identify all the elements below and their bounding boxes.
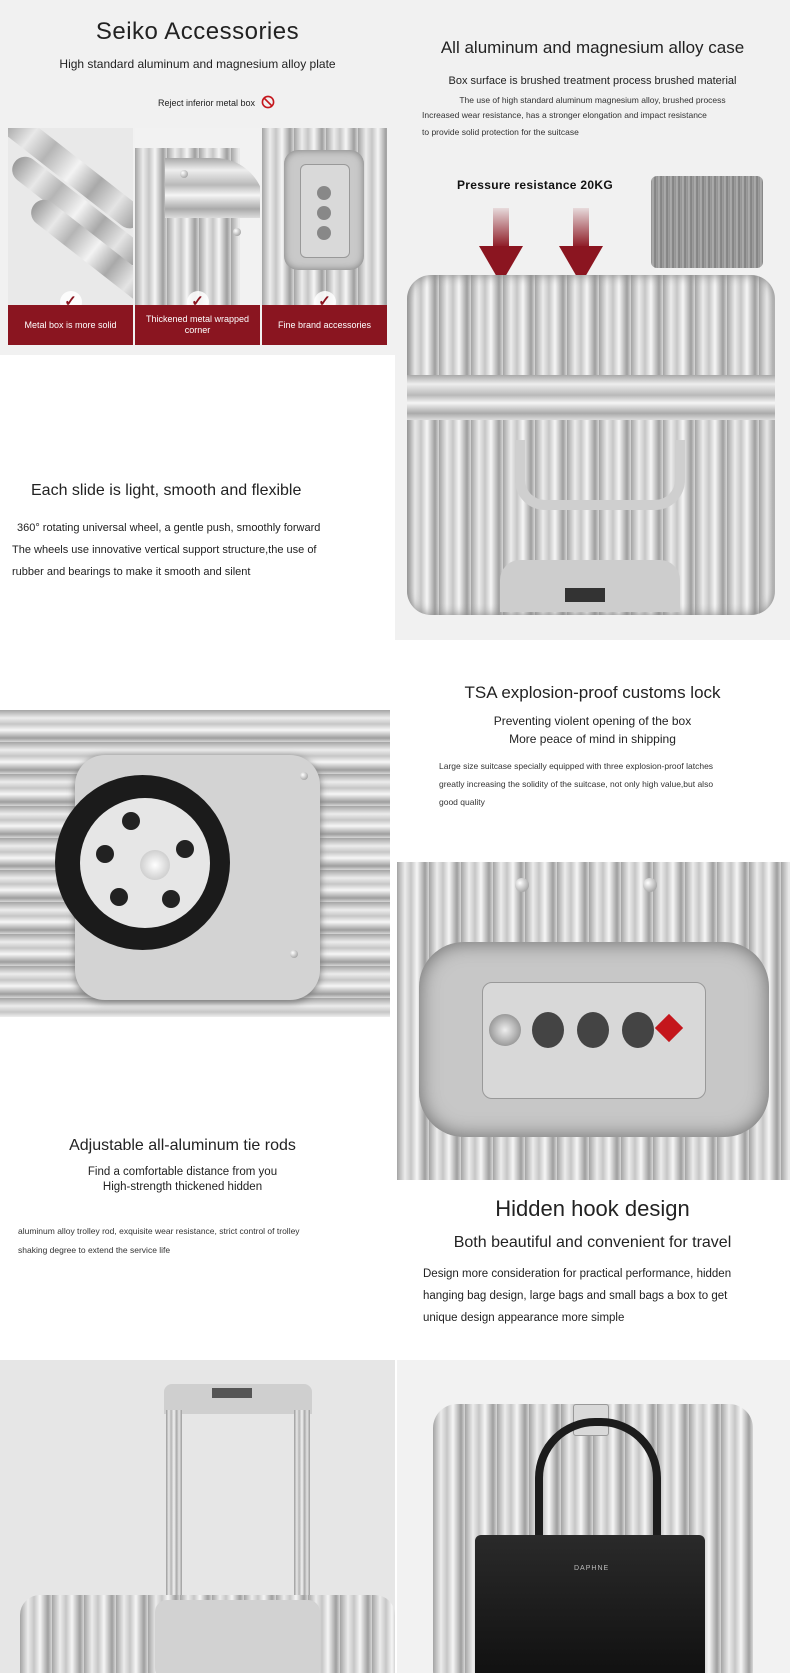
pressure-label: Pressure resistance 20KG bbox=[457, 178, 613, 192]
hook-line: Design more consideration for practical … bbox=[423, 1268, 732, 1280]
pressure-arrow-icon bbox=[493, 208, 509, 248]
suitcase-handle bbox=[515, 440, 685, 510]
lock-closeup-image bbox=[397, 862, 790, 1180]
rods-subtitle-2: High-strength thickened hidden bbox=[102, 1181, 263, 1193]
case-line: Increased wear resistance, has a stronge… bbox=[422, 110, 707, 120]
card-corner: ✓ Thickened metal wrapped corner bbox=[135, 128, 260, 345]
wheels-line: The wheels use innovative vertical suppo… bbox=[12, 544, 317, 556]
tsa-line: good quality bbox=[439, 797, 485, 807]
suitcase-base bbox=[500, 560, 680, 612]
suitcase-image bbox=[407, 275, 775, 615]
hook-title: Hidden hook design bbox=[495, 1196, 690, 1221]
tsa-subtitle-2: More peace of mind in shipping bbox=[509, 732, 676, 746]
tsa-title: TSA explosion-proof customs lock bbox=[464, 683, 721, 702]
rods-title: Adjustable all-aluminum tie rods bbox=[69, 1137, 296, 1154]
accessories-subtitle: High standard aluminum and magnesium all… bbox=[59, 57, 336, 71]
pressure-arrow-icon bbox=[573, 208, 589, 248]
rods-subtitle-1: Find a comfortable distance from you bbox=[87, 1166, 278, 1178]
rod-left bbox=[166, 1410, 182, 1650]
lock-keyhole-icon bbox=[489, 1014, 521, 1046]
rivet bbox=[233, 228, 241, 236]
lock-dial bbox=[532, 1012, 564, 1048]
rod-housing bbox=[155, 1600, 320, 1673]
wheel-hole bbox=[110, 888, 128, 906]
lock-dial bbox=[622, 1012, 654, 1048]
card-caption: Thickened metal wrapped corner bbox=[135, 305, 260, 345]
case-panel: All aluminum and magnesium alloy case Bo… bbox=[395, 0, 790, 640]
card-metal-box: ✓ Metal box is more solid bbox=[8, 128, 133, 345]
case-subtitle: Box surface is brushed treatment process… bbox=[448, 75, 737, 87]
rods-line: shaking degree to extend the service lif… bbox=[18, 1245, 171, 1255]
hook-line: hanging bag design, large bags and small… bbox=[423, 1290, 728, 1302]
rivet bbox=[515, 878, 529, 892]
hook-subtitle: Both beautiful and convenient for travel bbox=[453, 1234, 732, 1251]
wheel-hole bbox=[176, 840, 194, 858]
wheel-hole bbox=[96, 845, 114, 863]
case-line: to provide solid protection for the suit… bbox=[422, 127, 579, 137]
hook-bag-image: DAPHNE bbox=[397, 1360, 790, 1673]
card-caption: Fine brand accessories bbox=[262, 305, 387, 345]
rivet bbox=[300, 772, 308, 780]
wheels-line: 360° rotating universal wheel, a gentle … bbox=[17, 522, 321, 534]
rivet bbox=[643, 878, 657, 892]
bag-brand: DAPHNE bbox=[574, 1565, 610, 1572]
wheel-hole bbox=[162, 890, 180, 908]
wheels-line: rubber and bearings to make it smooth an… bbox=[12, 566, 251, 578]
lock-dial bbox=[317, 226, 331, 240]
case-line: The use of high standard aluminum magnes… bbox=[459, 95, 726, 105]
prohibited-icon bbox=[261, 95, 275, 111]
rivet bbox=[180, 170, 188, 178]
lock-dial bbox=[317, 186, 331, 200]
rod-right bbox=[294, 1410, 310, 1650]
lock-dial bbox=[577, 1012, 609, 1048]
corner-guard bbox=[165, 158, 260, 218]
hook-line: unique design appearance more simple bbox=[423, 1312, 625, 1324]
wheel-image bbox=[0, 710, 390, 1017]
rivet bbox=[290, 950, 298, 958]
suitcase-badge bbox=[565, 588, 605, 602]
suitcase-frame bbox=[407, 375, 775, 420]
reject-label: Reject inferior metal box bbox=[158, 98, 256, 108]
wheel-center bbox=[140, 850, 170, 880]
tsa-line: Large size suitcase specially equipped w… bbox=[439, 761, 714, 771]
wheels-title: Each slide is light, smooth and flexible bbox=[31, 482, 302, 499]
trolley-rod-image bbox=[0, 1360, 395, 1673]
brushed-sample bbox=[651, 176, 763, 268]
reject-note: Reject inferior metal box bbox=[158, 95, 275, 111]
handbag bbox=[475, 1535, 705, 1673]
lock-dial bbox=[317, 206, 331, 220]
card-caption: Metal box is more solid bbox=[8, 305, 133, 345]
card-brand: ✓ Fine brand accessories bbox=[262, 128, 387, 345]
accessories-title: Seiko Accessories bbox=[95, 18, 300, 45]
tsa-line: greatly increasing the solidity of the s… bbox=[439, 779, 714, 789]
bag-strap bbox=[535, 1418, 661, 1556]
wheel-hole bbox=[122, 812, 140, 830]
rods-line: aluminum alloy trolley rod, exquisite we… bbox=[18, 1226, 300, 1236]
rod-grip bbox=[212, 1388, 252, 1398]
case-title: All aluminum and magnesium alloy case bbox=[440, 38, 745, 57]
accessories-panel: Seiko Accessories High standard aluminum… bbox=[0, 0, 395, 355]
tsa-subtitle-1: Preventing violent opening of the box bbox=[493, 714, 692, 728]
